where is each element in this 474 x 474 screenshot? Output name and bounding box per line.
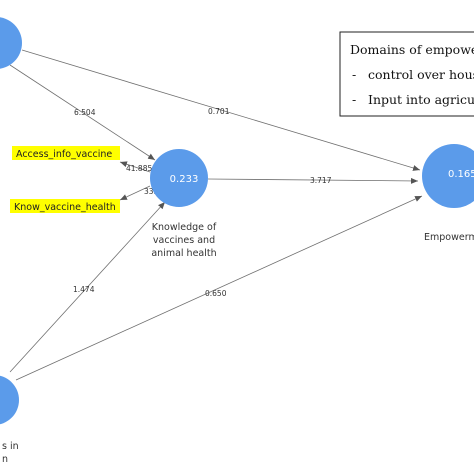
edge-label-bottomleft-knowledge: 1.474: [73, 285, 95, 294]
edge-knowledge-empowerment: [207, 177, 419, 184]
legend-bullet-1: -: [352, 67, 356, 82]
legend-item-2: Input into agricultural decisions: [368, 92, 474, 107]
edge-bottomleft-knowledge: [9, 201, 166, 373]
node-knowledge-caption-1: Knowledge of: [152, 222, 217, 233]
node-top-left: [0, 17, 22, 69]
legend-bullet-2: -: [352, 92, 356, 107]
loading-access-info: 41.885: [126, 164, 152, 173]
edge-topleft-knowledge: [9, 64, 156, 161]
legend-item-1: control over household resources: [368, 67, 474, 82]
node-knowledge-value: 0.233: [170, 174, 199, 185]
legend-box: [339, 31, 474, 117]
node-empowerment-caption: Empowerment: [424, 232, 474, 243]
edge-label-topleft-knowledge: 6.504: [74, 108, 96, 117]
edge-bottomleft-empowerment: [15, 195, 423, 381]
node-knowledge-caption-2: vaccines and: [153, 235, 215, 246]
node-bottom-left-caption-2: n: [2, 454, 8, 465]
indicator-access-info-label: Access_info_vaccine: [16, 149, 112, 160]
node-knowledge: [150, 149, 208, 207]
edge-label-topleft-empowerment: 0.701: [208, 107, 230, 116]
indicator-know-vaccine-label: Know_vaccine_health: [14, 202, 116, 213]
legend-title: Domains of empowerment: [350, 42, 474, 57]
edge-topleft-empowerment: [21, 49, 421, 171]
indicator-access-info-highlight: [12, 146, 120, 160]
node-bottom-left-caption-1: s in: [2, 441, 19, 452]
edge-knowledge-know-vaccine: [119, 185, 151, 201]
node-knowledge-caption-3: animal health: [151, 248, 216, 259]
node-bottom-left: [0, 375, 19, 425]
edge-label-bottomleft-empowerment: 0.650: [205, 289, 227, 298]
node-empowerment-value: 0.165: [448, 169, 474, 180]
node-empowerment: [422, 144, 474, 208]
indicator-know-vaccine-highlight: [10, 199, 120, 213]
edge-knowledge-access-info: [119, 161, 151, 173]
edge-label-knowledge-empowerment: 3.717: [310, 176, 332, 185]
